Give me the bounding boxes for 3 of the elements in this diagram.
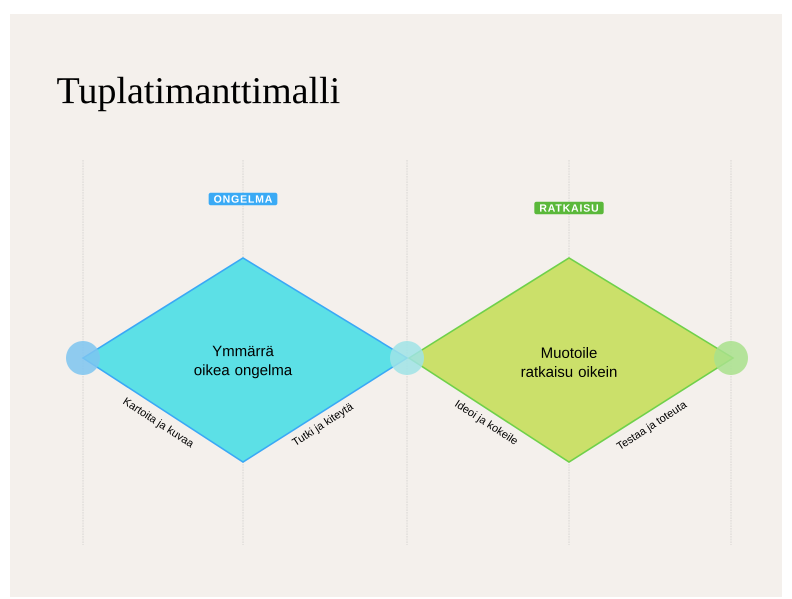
badge: ONGELMA [208, 192, 278, 206]
badge: RATKAISU [534, 202, 604, 214]
title: Tuplatimanttimalli [57, 76, 340, 112]
